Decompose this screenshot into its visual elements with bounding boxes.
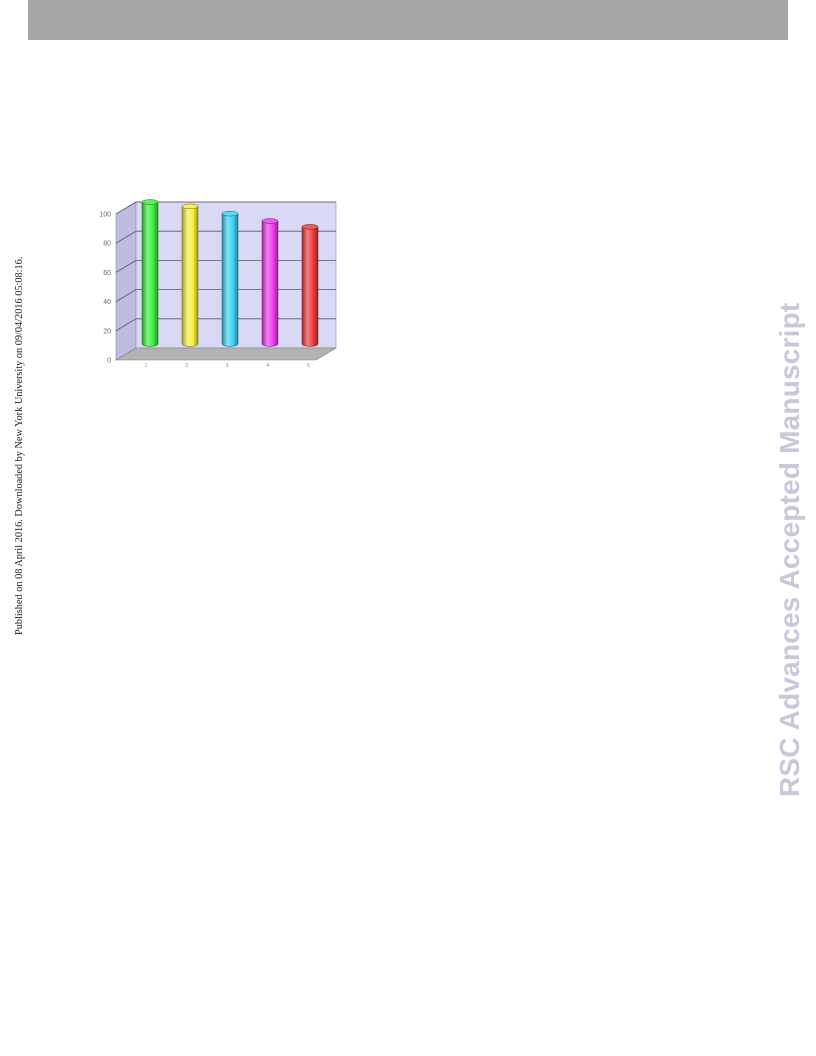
bar-top [261, 218, 279, 224]
bar-body [301, 226, 319, 347]
publication-note: Published on 08 April 2016. Downloaded b… [14, 256, 25, 635]
y-tick-label: 100 [99, 212, 111, 219]
bar-body [261, 220, 279, 347]
watermark: RSC Advances Accepted Manuscript [774, 302, 805, 797]
bar-body [221, 213, 239, 347]
bar-4 [261, 218, 279, 347]
bar-3 [221, 211, 239, 347]
floor [114, 347, 338, 361]
y-tick-label: 20 [103, 328, 111, 335]
y-tick-label: 80 [103, 241, 111, 248]
header-bar [28, 0, 788, 40]
bar-top [221, 211, 239, 217]
bar-top [181, 203, 199, 210]
x-tick-label: 4 [266, 363, 269, 369]
bar-5 [301, 224, 319, 347]
x-axis-ticks: 1 2 3 4 5 [145, 363, 310, 369]
bar-2 [181, 203, 199, 347]
gridline-side [115, 289, 137, 302]
bar-1 [141, 199, 159, 347]
x-tick-label: 5 [307, 363, 310, 369]
x-tick-label: 1 [145, 363, 148, 369]
gridline-side [115, 201, 137, 215]
x-tick-label: 2 [185, 363, 188, 369]
bar-body [141, 201, 159, 347]
y-tick-label: 40 [103, 299, 111, 306]
y-tick-label: 0 [107, 358, 111, 365]
y-axis-ticks: 0 20 40 60 80 100 [99, 212, 111, 365]
bar-body [181, 206, 199, 347]
bars [141, 199, 319, 347]
gridline-side [115, 230, 137, 244]
x-tick-label: 3 [226, 363, 229, 369]
y-tick-label: 60 [103, 270, 111, 277]
side-wall [115, 201, 137, 361]
gridline-side [115, 318, 137, 332]
bar-chart: 0 20 40 60 80 100 1 2 3 4 5 [99, 199, 338, 369]
gridline-side [115, 260, 137, 273]
bar-top [301, 224, 319, 230]
bar-top [141, 199, 159, 205]
